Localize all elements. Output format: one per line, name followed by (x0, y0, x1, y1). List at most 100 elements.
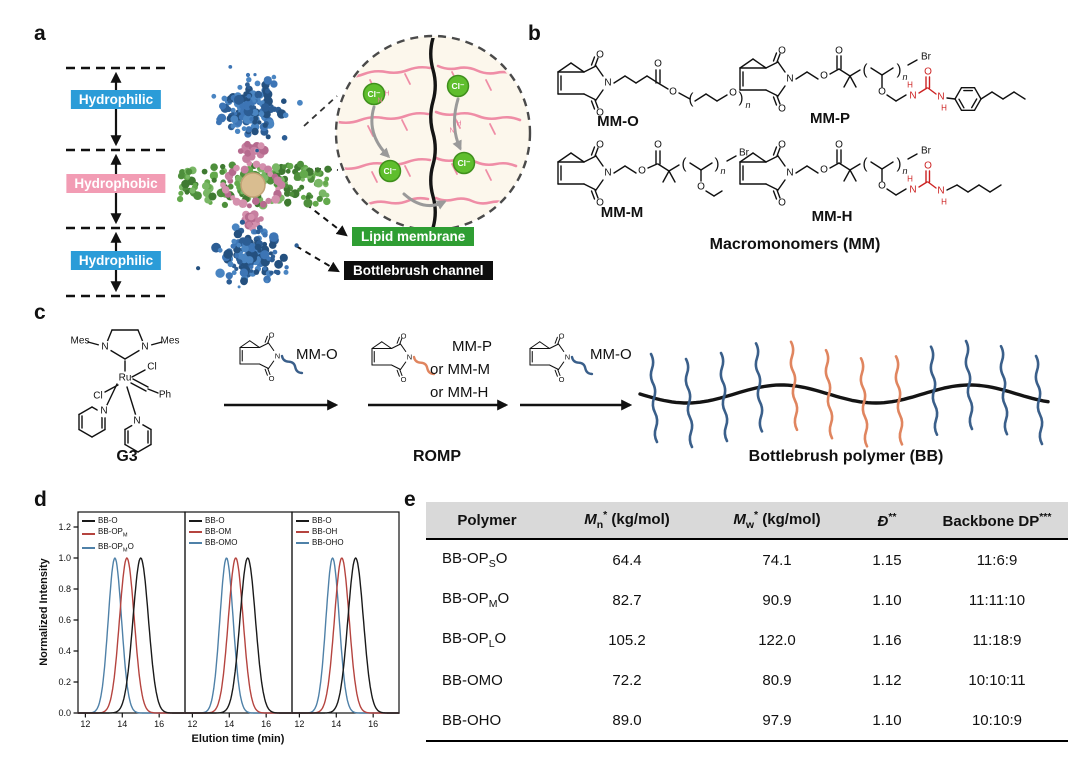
svg-text:O: O (638, 166, 646, 177)
svg-text:Br: Br (921, 146, 932, 157)
svg-text:O: O (269, 330, 275, 339)
table-cell: 11:11:10 (968, 591, 1026, 609)
svg-text:O: O (401, 375, 407, 384)
x-tick-label: 12 (187, 719, 197, 729)
svg-text:O: O (878, 181, 886, 192)
x-tick-label: 16 (261, 719, 271, 729)
svg-text:(: ( (863, 62, 868, 79)
svg-text:N: N (937, 186, 944, 197)
svg-text:Br: Br (921, 52, 932, 63)
svg-text:Ru: Ru (119, 373, 132, 384)
svg-text:O: O (596, 198, 604, 209)
gpc-curve (184, 557, 293, 714)
table-cell: 1.12 (872, 671, 902, 689)
table-cell: 122.0 (758, 631, 796, 649)
step2-monomer-label-2: or MM-M (430, 361, 490, 378)
table-cell: 1.16 (872, 631, 902, 649)
hydrophilic-label-top: Hydrophilic (70, 90, 162, 109)
table-cell: BB-OPMO (442, 590, 510, 610)
svg-text:O: O (654, 59, 662, 70)
table-cell: BB-OHO (442, 711, 502, 729)
x-tick-label: 14 (117, 719, 127, 729)
table-cell: BB-OPLO (442, 630, 507, 650)
table-cell: 64.4 (612, 551, 642, 569)
mm-p-label: MM-P (810, 110, 850, 127)
svg-text:O: O (596, 50, 604, 61)
bottlebrush-polymer-label: Bottlebrush polymer (BB) (748, 448, 944, 465)
svg-text:N: N (133, 416, 140, 427)
svg-text:O: O (778, 104, 786, 115)
svg-text:N: N (275, 351, 280, 360)
svg-text:N: N (449, 128, 454, 135)
table-cell: 1.10 (872, 711, 902, 729)
romp-label: ROMP (413, 448, 461, 465)
svg-text:O: O (778, 198, 786, 209)
bottlebrush-polymer-graphic (638, 339, 1050, 449)
svg-text:O: O (729, 88, 737, 99)
svg-text:O: O (835, 46, 843, 57)
svg-text:O: O (559, 331, 565, 340)
table-cell: 11:6:9 (976, 551, 1018, 569)
y-tick-label: 0.6 (58, 615, 71, 625)
column-header: Mn* (kg/mol) (548, 502, 706, 540)
y-tick-label: 0.2 (58, 677, 71, 687)
table-cell: 1.10 (872, 591, 902, 609)
table-cell: 80.9 (762, 671, 792, 689)
table-cell: 1.15 (872, 551, 902, 569)
svg-text:N: N (604, 78, 611, 89)
y-tick-label: 1.2 (58, 522, 71, 532)
svg-text:N: N (407, 352, 412, 361)
svg-text:H: H (456, 121, 461, 128)
svg-text:O: O (924, 67, 932, 78)
table-cell: 10:10:9 (971, 711, 1023, 729)
hydrophilic-label-bottom: Hydrophilic (70, 251, 162, 270)
svg-text:N: N (937, 92, 944, 103)
panel-b-label: b (528, 22, 541, 45)
svg-text:Cl⁻: Cl⁻ (458, 158, 472, 168)
x-tick-label: 16 (154, 719, 164, 729)
svg-text:N: N (141, 342, 148, 353)
lipid-membrane-tag: Lipid membrane (352, 227, 475, 246)
svg-text:O: O (820, 165, 828, 176)
svg-text:n: n (902, 166, 907, 176)
panel-c-label: c (34, 301, 46, 324)
x-tick-label: 16 (368, 719, 378, 729)
table-cell: 11:18:9 (972, 631, 1022, 649)
panel-e-label: e (404, 488, 416, 511)
panel-d-label: d (34, 488, 47, 511)
gpc-curve (77, 557, 186, 714)
column-header: Polymer (426, 502, 548, 540)
svg-text:Cl⁻: Cl⁻ (452, 81, 466, 91)
svg-text:O: O (669, 87, 677, 98)
svg-text:O: O (835, 140, 843, 151)
svg-text:N: N (786, 74, 793, 85)
svg-text:H: H (907, 175, 913, 184)
x-tick-label: 12 (80, 719, 90, 729)
table-cell: 89.0 (612, 711, 642, 729)
step2-monomer-label-3: or MM-H (430, 384, 489, 401)
y-tick-label: 1.0 (58, 553, 71, 563)
table-cell: 105.2 (608, 631, 646, 649)
step2-monomer-label-1: MM-P (452, 338, 492, 355)
table-row: BB-OPLO 105.2 122.0 1.16 11:18:9 (426, 620, 1068, 660)
svg-text:Mes: Mes (71, 336, 90, 347)
x-axis-label: Elution time (min) (191, 733, 285, 745)
svg-text:H: H (941, 104, 947, 113)
table-cell: BB-OPSO (442, 550, 508, 570)
x-tick-label: 14 (224, 719, 234, 729)
table-cell: 72.2 (612, 671, 642, 689)
g3-label: G3 (116, 448, 138, 465)
